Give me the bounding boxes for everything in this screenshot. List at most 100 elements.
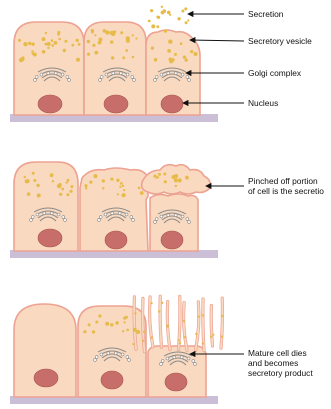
secretory-granule: [181, 10, 184, 13]
secretory-granule: [67, 179, 70, 182]
secretory-granule: [54, 41, 58, 45]
secretory-granule: [93, 174, 97, 178]
secretory-granule: [31, 43, 34, 46]
secretory-granule: [18, 39, 21, 42]
secretory-granule: [190, 50, 193, 53]
golgi-vesicle: [112, 72, 115, 75]
secretory-granule: [103, 29, 107, 33]
golgi-vesicle: [126, 356, 129, 359]
secretory-granule: [115, 321, 119, 325]
secretory-granule: [51, 44, 54, 47]
golgi-vesicle: [128, 359, 131, 362]
secretory-granule: [132, 34, 134, 36]
secretory-granule: [161, 302, 163, 304]
secretory-granule: [122, 193, 126, 197]
golgi-vesicle: [31, 216, 34, 219]
golgi-vesicle: [104, 213, 107, 216]
secretory-granule: [110, 40, 113, 43]
secretory-granule: [168, 40, 172, 44]
secretory-granule: [105, 322, 109, 326]
nucleus: [161, 231, 183, 249]
secretory-granule: [202, 342, 204, 344]
secretory-granule: [47, 47, 49, 49]
secretory-granule: [89, 181, 92, 184]
secretory-granule: [95, 321, 98, 324]
secretory-granule: [51, 39, 54, 42]
secretory-granule: [33, 179, 36, 182]
secretory-granule: [184, 7, 187, 10]
golgi-vesicle: [95, 356, 98, 359]
secretory-granule: [66, 181, 68, 183]
secretory-granule: [132, 56, 135, 59]
secretory-granule: [174, 53, 177, 56]
secretory-granule: [178, 339, 180, 341]
nucleus: [104, 95, 128, 113]
secretory-granule: [161, 6, 163, 8]
label-golgi-complex: Golgi complex: [248, 68, 301, 78]
secretory-granule: [45, 32, 47, 34]
golgi-vesicle: [107, 352, 110, 355]
secretory-granule: [187, 19, 189, 21]
secretory-granule: [113, 31, 116, 34]
secretory-granule: [98, 38, 102, 42]
golgi-vesicle: [66, 76, 69, 79]
golgi-vesicle: [99, 79, 102, 82]
secretory-granule: [161, 11, 165, 15]
secretory-granule: [58, 183, 61, 186]
secretory-granule: [94, 51, 98, 55]
golgi-vesicle: [94, 359, 97, 362]
secretory-granule: [36, 184, 39, 187]
golgi-vesicle: [186, 76, 189, 79]
golgi-vesicle: [188, 79, 191, 82]
secretory-granule: [132, 343, 134, 345]
golgi-vesicle: [180, 356, 183, 359]
secretory-granule: [119, 186, 121, 188]
secretory-granule: [27, 192, 31, 196]
golgi-vesicle: [50, 212, 53, 215]
secretory-granule: [133, 328, 137, 332]
secretory-granule: [180, 42, 183, 45]
secretory-granule: [66, 193, 69, 196]
secretory-granule: [140, 191, 144, 195]
secretory-granule: [154, 58, 158, 62]
golgi-vesicle: [133, 79, 136, 82]
secretory-granule: [102, 187, 104, 189]
secretory-granule: [83, 330, 86, 333]
secretory-granule: [151, 47, 154, 50]
golgi-vesicle: [99, 216, 102, 219]
secretory-granule: [183, 320, 185, 322]
nucleus: [34, 369, 58, 387]
secretory-granule: [212, 334, 214, 336]
secretory-granule: [126, 39, 130, 43]
secretory-granule: [71, 44, 74, 47]
secretory-granule: [197, 316, 199, 318]
golgi-vesicle: [47, 72, 50, 75]
secretory-granule: [23, 42, 27, 46]
secretory-granule: [150, 9, 153, 12]
secretory-granule: [87, 40, 90, 43]
secretory-granule: [84, 184, 87, 187]
secretory-granule: [150, 302, 152, 304]
label-secretory-vesicle: Secretory vesicle: [248, 36, 312, 46]
secretory-granule: [163, 173, 166, 176]
secretory-granule: [122, 185, 124, 187]
golgi-vesicle: [160, 73, 163, 76]
secretory-granule: [45, 43, 48, 46]
nucleus: [38, 229, 62, 247]
secretory-granule: [167, 49, 171, 53]
golgi-vesicle: [132, 219, 135, 222]
secretory-granule: [91, 31, 94, 34]
secretory-granule: [158, 310, 160, 312]
secretory-granule: [24, 176, 26, 178]
golgi-vesicle: [111, 212, 114, 215]
secretory-granule: [37, 194, 41, 198]
secretory-granule: [157, 176, 159, 178]
golgi-vesicle: [174, 72, 177, 75]
secretory-granule: [70, 185, 73, 188]
secretory-granule: [32, 172, 35, 175]
golgi-vesicle: [160, 215, 163, 218]
golgi-vesicle: [98, 219, 101, 222]
secretory-granule: [174, 174, 178, 178]
golgi-vesicle: [181, 73, 184, 76]
secretory-granule: [169, 58, 173, 62]
